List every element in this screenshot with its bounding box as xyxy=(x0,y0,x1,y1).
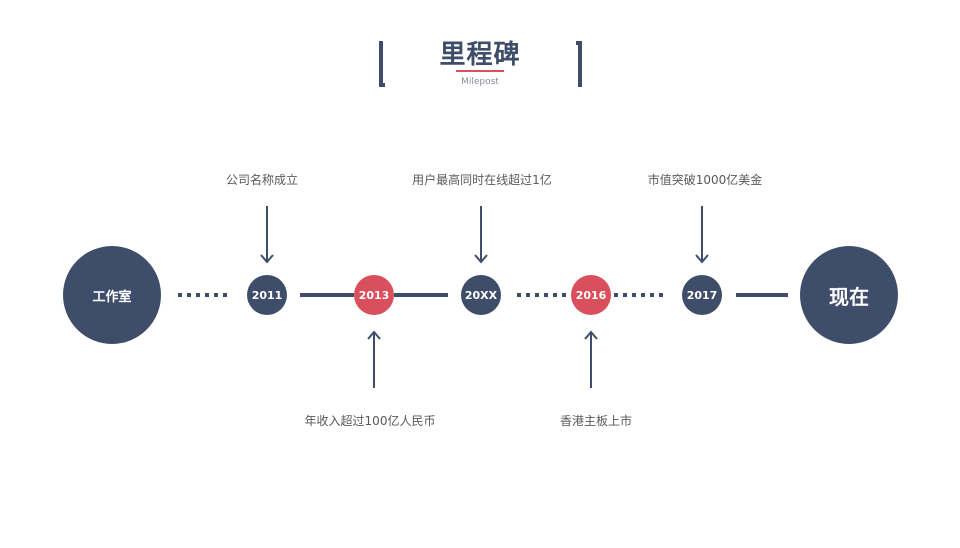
milestone-year: 2013 xyxy=(358,288,390,302)
dotted-connector-start xyxy=(178,293,227,297)
arrow-up-icon xyxy=(584,330,598,388)
dotted-connector-2016-2017 xyxy=(614,293,663,297)
dotted-connector-20xx-2016 xyxy=(517,293,566,297)
milestone-year: 2011 xyxy=(251,288,283,302)
milestone-2016: 2016 xyxy=(571,275,611,315)
milestone-year: 2017 xyxy=(686,288,718,302)
left-bracket xyxy=(379,41,385,87)
page-subtitle: Milepost xyxy=(461,77,499,87)
milestone-year: 2016 xyxy=(575,288,607,302)
arrow-down-icon xyxy=(695,206,709,264)
solid-connector-2017-end xyxy=(736,293,788,297)
start-node-label: 工作室 xyxy=(92,289,132,305)
solid-connector-2011-2013 xyxy=(300,293,354,297)
milestone-year: 20XX xyxy=(464,288,498,302)
title-underline xyxy=(456,70,504,72)
milestone-2013: 2013 xyxy=(354,275,394,315)
page-title: 里程碑 xyxy=(439,40,521,70)
event-label-hk-listing: 香港主板上市 xyxy=(559,414,632,428)
event-label-users-online: 用户最高同时在线超过1亿 xyxy=(412,173,552,187)
arrow-down-icon xyxy=(260,206,274,264)
milestone-20xx: 20XX xyxy=(461,275,501,315)
end-node-label: 现在 xyxy=(829,284,869,309)
arrow-up-icon xyxy=(367,330,381,388)
start-node: 工作室 xyxy=(63,246,161,344)
event-label-company-founded: 公司名称成立 xyxy=(225,173,298,187)
end-node: 现在 xyxy=(800,246,898,344)
milestone-2011: 2011 xyxy=(247,275,287,315)
event-label-revenue: 年收入超过100亿人民币 xyxy=(304,414,436,428)
event-label-market-cap: 市值突破1000亿美金 xyxy=(647,173,763,187)
arrow-down-icon xyxy=(474,206,488,264)
right-bracket xyxy=(576,41,582,87)
solid-connector-2013-20xx xyxy=(394,293,448,297)
milestone-2017: 2017 xyxy=(682,275,722,315)
